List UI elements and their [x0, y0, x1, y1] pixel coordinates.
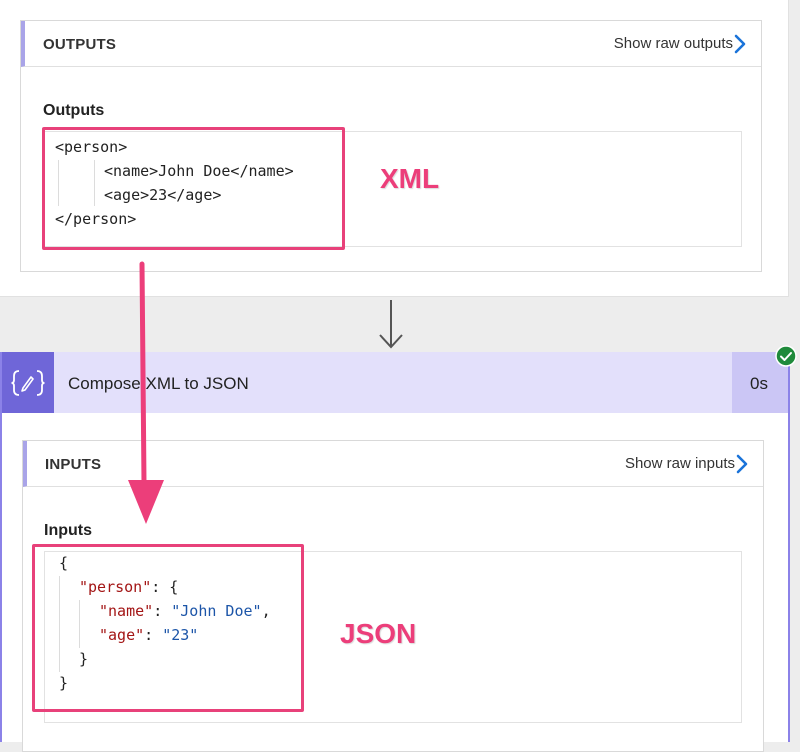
xml-annotation-label: XML: [380, 163, 440, 194]
json-punct: :: [153, 602, 172, 620]
json-line-person: "person": {: [79, 578, 178, 596]
inputs-code-box: { "person": { "name": "John Doe", "age":…: [44, 551, 742, 723]
indent-guide: [58, 160, 59, 206]
json-outer-close: }: [59, 674, 69, 692]
compose-action-title: Compose XML to JSON: [68, 374, 249, 393]
xml-highlight-box: [42, 127, 345, 250]
success-check-icon: [775, 345, 797, 367]
outputs-code-box: <person> <name>John Doe</name> <age>23</…: [43, 131, 742, 247]
json-string: "John Doe": [171, 602, 262, 620]
outputs-header-title: OUTPUTS: [43, 36, 117, 53]
inputs-field-label: Inputs: [44, 522, 92, 539]
json-line-age: "age": "23": [99, 626, 198, 644]
show-raw-outputs-link[interactable]: Show raw outputs: [613, 35, 733, 52]
outputs-section-header[interactable]: OUTPUTS Show raw outputs: [21, 21, 761, 67]
code-line: <person>: [55, 138, 128, 156]
json-punct: ,: [261, 602, 271, 620]
json-key: "person": [79, 578, 152, 596]
json-highlight-box: [32, 544, 304, 712]
json-punct: : {: [151, 578, 179, 596]
outputs-field-label: Outputs: [43, 102, 105, 119]
json-punct: :: [144, 626, 163, 644]
compose-braces-icon: [11, 370, 45, 396]
chevron-right-icon[interactable]: [729, 33, 751, 55]
indent-guide: [59, 576, 60, 672]
json-line-name: "name": "John Doe",: [99, 602, 271, 620]
annotation-arrow: [128, 261, 164, 524]
action-duration: 0s: [750, 374, 768, 393]
previous-action-outputs-panel: OUTPUTS Show raw outputs Outputs <person…: [0, 0, 789, 297]
code-line: <age>23</age>: [104, 186, 222, 204]
code-line: </person>: [55, 210, 137, 228]
json-open-brace: {: [59, 554, 69, 572]
indent-guide: [94, 160, 95, 206]
inputs-header-title: INPUTS: [45, 456, 102, 473]
inputs-section-header[interactable]: INPUTS Show raw inputs: [23, 441, 763, 487]
json-key: "age": [99, 626, 145, 644]
json-inner-close: }: [79, 650, 89, 668]
compose-icon-box: [2, 352, 54, 413]
json-string: "23": [162, 626, 199, 644]
code-line: <name>John Doe</name>: [104, 162, 294, 180]
chevron-right-icon[interactable]: [731, 453, 753, 475]
compose-action-header[interactable]: Compose XML to JSON 0s: [2, 352, 788, 413]
json-annotation-label: JSON: [340, 618, 417, 649]
json-key: "name": [99, 602, 154, 620]
compose-action-card: Compose XML to JSON 0s INPUTS Show raw i…: [0, 352, 790, 752]
show-raw-inputs-link[interactable]: Show raw inputs: [624, 455, 735, 472]
indent-guide: [79, 600, 80, 648]
arrow-down-icon: [379, 300, 403, 349]
outputs-section: OUTPUTS Show raw outputs Outputs <person…: [20, 20, 762, 272]
